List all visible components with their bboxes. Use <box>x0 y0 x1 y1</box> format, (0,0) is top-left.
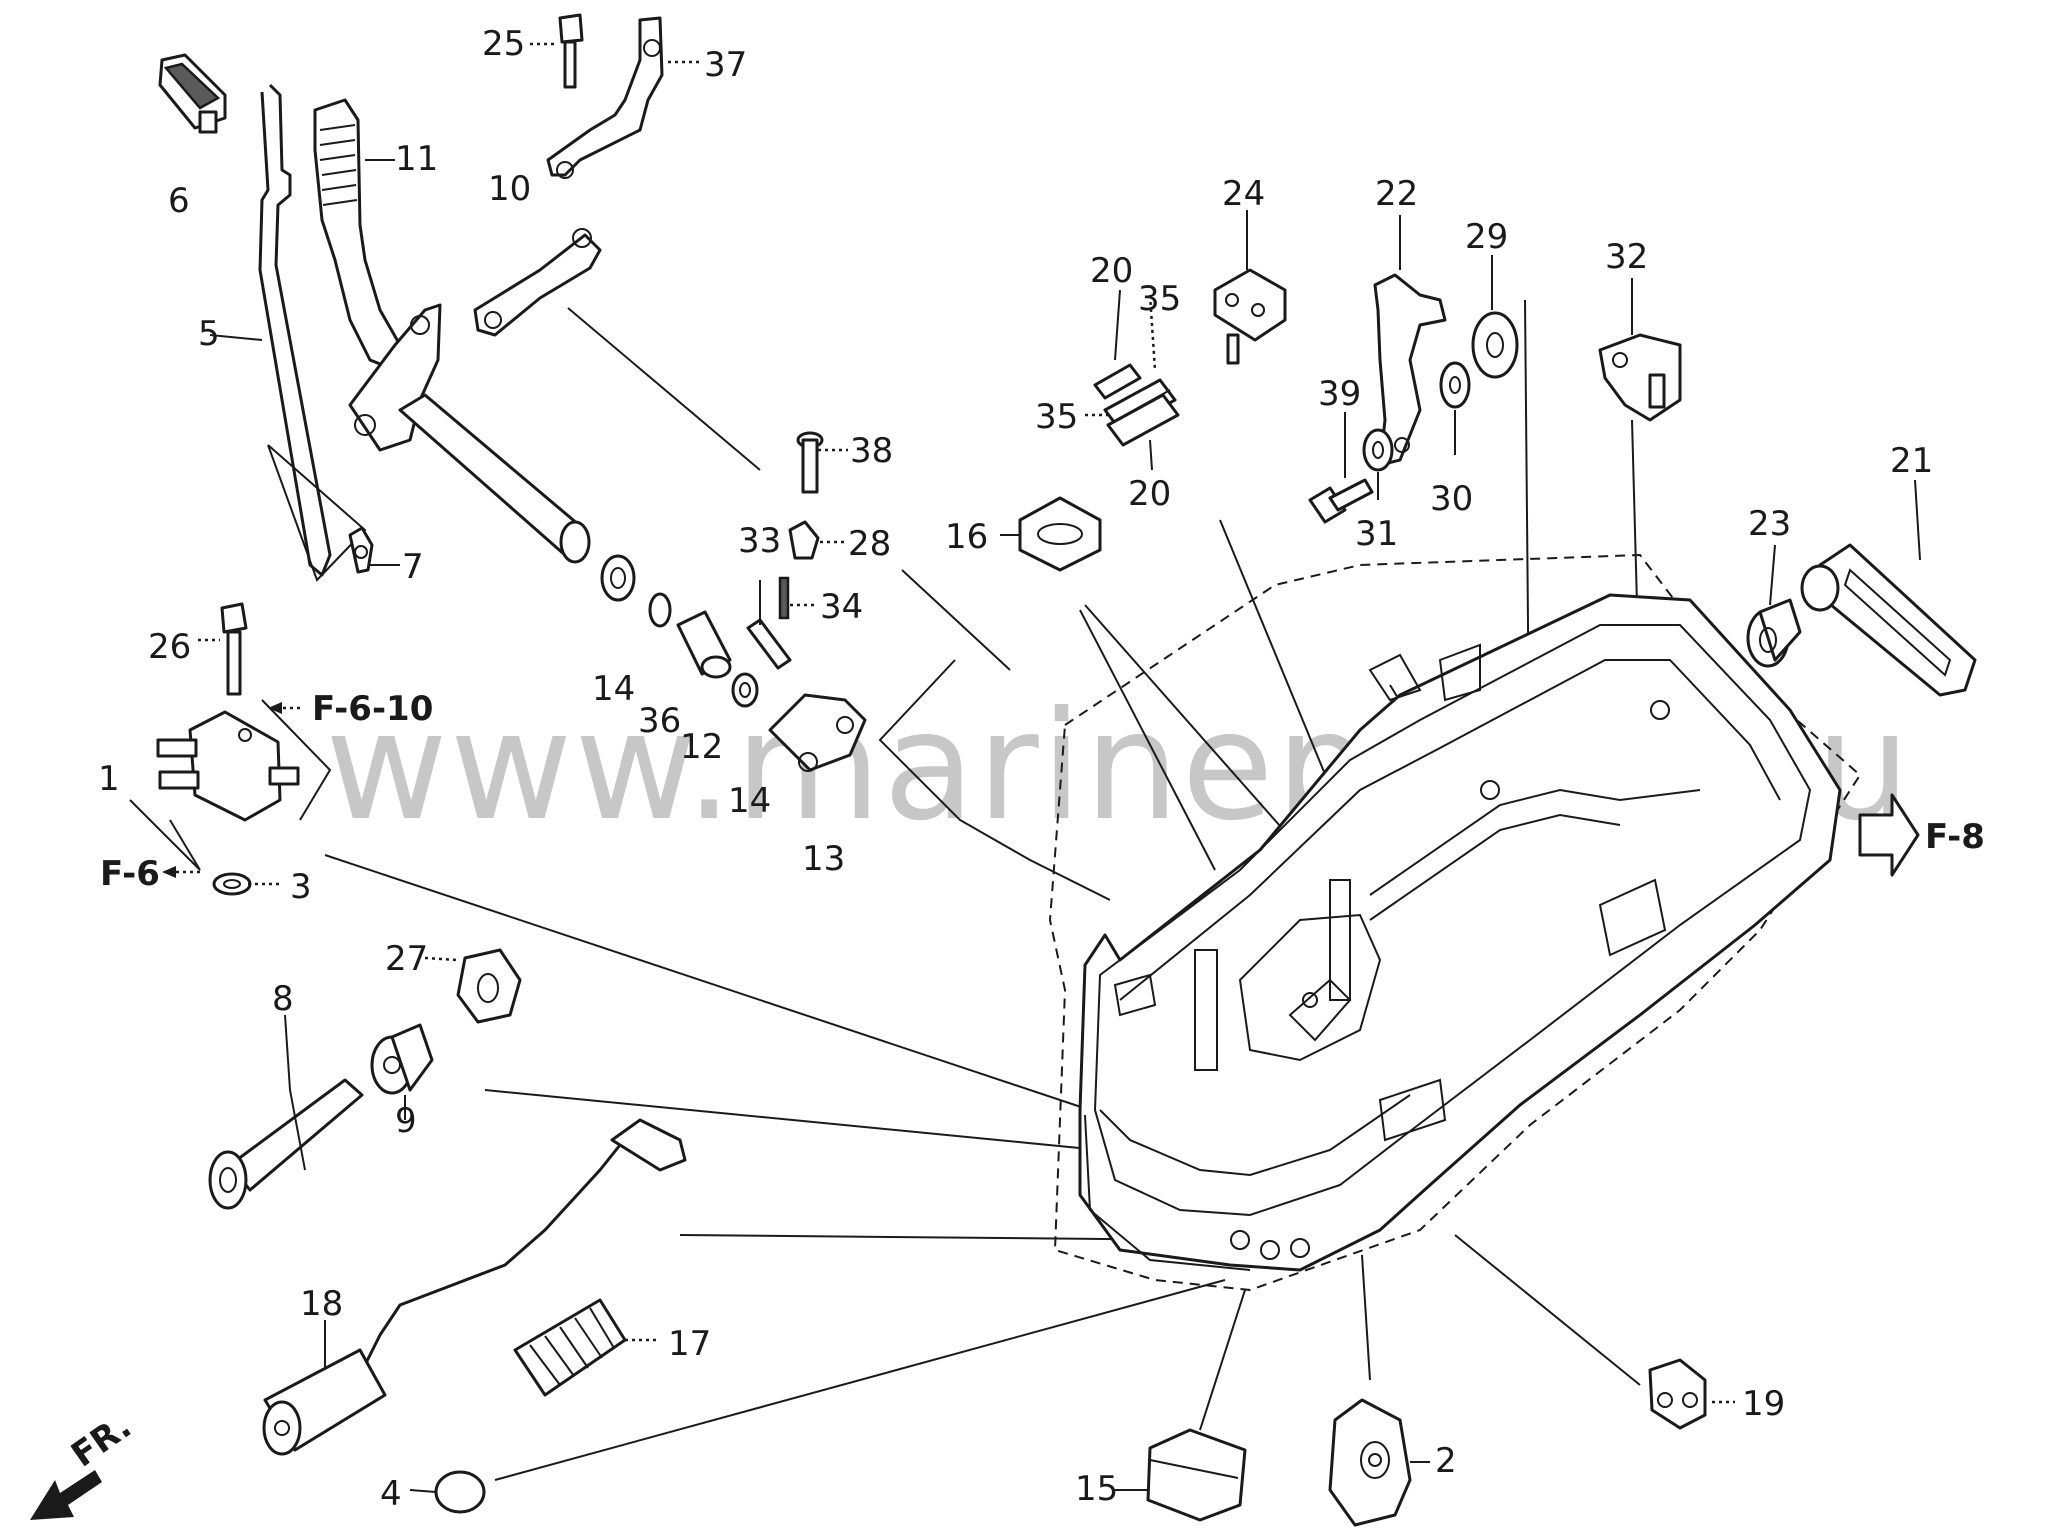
callout-37: 37 <box>704 45 747 85</box>
link-part-28 <box>788 520 820 560</box>
callout-15: 15 <box>1075 1469 1118 1509</box>
callout-27: 27 <box>385 939 428 979</box>
callout-26: 26 <box>148 627 191 667</box>
callout-9: 9 <box>395 1101 417 1141</box>
washer-part-3 <box>212 872 252 896</box>
callout-4: 4 <box>380 1474 402 1514</box>
pin-part-33 <box>746 618 792 670</box>
lever-part-22 <box>1373 273 1447 467</box>
ring-part-36 <box>648 592 672 628</box>
callout-35b: 35 <box>1035 397 1078 437</box>
bracket-part-32 <box>1598 333 1682 422</box>
washer-part-31 <box>1362 428 1394 472</box>
callout-20b: 20 <box>1128 474 1171 514</box>
washer-part-29 <box>1471 311 1519 379</box>
washer-part-30 <box>1439 361 1471 409</box>
front-arrow-icon <box>30 1470 102 1520</box>
bracket-part-24 <box>1213 268 1287 365</box>
callout-5: 5 <box>198 314 220 354</box>
callout-6: 6 <box>168 181 190 221</box>
cable-holder-part-8 <box>208 1078 364 1210</box>
plug-part-4 <box>434 1470 486 1514</box>
damper-part-20a <box>1093 363 1142 400</box>
grommet-part-2 <box>1328 1398 1412 1527</box>
callout-34: 34 <box>820 587 863 627</box>
lower-cowl <box>1048 553 1862 1292</box>
bolt-part-26 <box>220 602 248 696</box>
grommet-part-23 <box>1746 598 1802 668</box>
wire-part-18 <box>262 1118 687 1456</box>
callout-8: 8 <box>272 979 294 1019</box>
spring-part-34 <box>778 576 790 620</box>
callout-1: 1 <box>98 759 120 799</box>
clip-part-7 <box>348 526 374 574</box>
callout-21: 21 <box>1890 441 1933 481</box>
callout-22: 22 <box>1375 174 1418 214</box>
cam-part-13 <box>768 693 867 772</box>
fuel-connector-part-1 <box>156 710 300 822</box>
washer-part-14b <box>731 672 759 708</box>
bolt-part-38 <box>796 431 824 494</box>
bracket-part-37 <box>546 16 664 179</box>
callout-35a: 35 <box>1138 279 1181 319</box>
cover-part-15 <box>1146 1428 1247 1522</box>
callout-11: 11 <box>395 139 438 179</box>
callout-ticks <box>198 42 1921 1493</box>
callout-16: 16 <box>945 517 988 557</box>
nut-part-27 <box>456 948 522 1024</box>
callout-2: 2 <box>1435 1441 1457 1481</box>
ref-f8: F-8 <box>1925 817 1985 857</box>
callout-32: 32 <box>1605 237 1648 277</box>
callout-33: 33 <box>738 521 781 561</box>
callout-labels: 6 11 5 7 25 37 10 38 33 28 34 14 36 12 1… <box>64 24 1985 1514</box>
callout-14b: 14 <box>728 781 771 821</box>
washer-part-14a <box>600 554 636 602</box>
bolt-part-39 <box>1308 478 1374 524</box>
shift-shaft-bracket <box>348 303 591 564</box>
callout-19: 19 <box>1742 1384 1785 1424</box>
ref-f6-10: F-6-10 <box>312 689 433 729</box>
callout-24: 24 <box>1222 174 1265 214</box>
f8-arrow-icon <box>1858 793 1920 877</box>
callout-17: 17 <box>668 1324 711 1364</box>
callout-30: 30 <box>1430 479 1473 519</box>
callout-10: 10 <box>488 169 531 209</box>
callout-36: 36 <box>638 701 681 741</box>
callout-18: 18 <box>300 1284 343 1324</box>
callout-38: 38 <box>850 431 893 471</box>
callout-39: 39 <box>1318 374 1361 414</box>
grommet-part-9 <box>370 1023 434 1095</box>
callout-12: 12 <box>680 727 723 767</box>
collar-part-12 <box>676 610 732 679</box>
damper-stack-part-35 <box>1103 378 1180 447</box>
clip-part-19 <box>1648 1358 1707 1430</box>
ref-front: FR. <box>64 1406 139 1475</box>
shift-lever-part-11 <box>313 98 402 372</box>
ref-arrows <box>129 699 332 878</box>
grip-cap-part-6 <box>158 53 227 134</box>
callout-20a: 20 <box>1090 251 1133 291</box>
callout-14a: 14 <box>592 669 635 709</box>
arm-part-10 <box>473 228 602 337</box>
spring-part-17 <box>513 1298 627 1397</box>
ref-f6: F-6 <box>100 854 160 894</box>
callout-7: 7 <box>402 547 424 587</box>
callout-31: 31 <box>1355 514 1398 554</box>
handle-part-21 <box>1800 543 1977 697</box>
bolt-part-25 <box>558 13 584 89</box>
callout-25: 25 <box>482 24 525 64</box>
grommet-part-16 <box>1018 496 1102 572</box>
rod-part-5 <box>258 83 332 577</box>
callout-23: 23 <box>1748 504 1791 544</box>
callout-28: 28 <box>848 524 891 564</box>
callout-3: 3 <box>290 867 312 907</box>
callout-29: 29 <box>1465 217 1508 257</box>
callout-13: 13 <box>802 839 845 879</box>
